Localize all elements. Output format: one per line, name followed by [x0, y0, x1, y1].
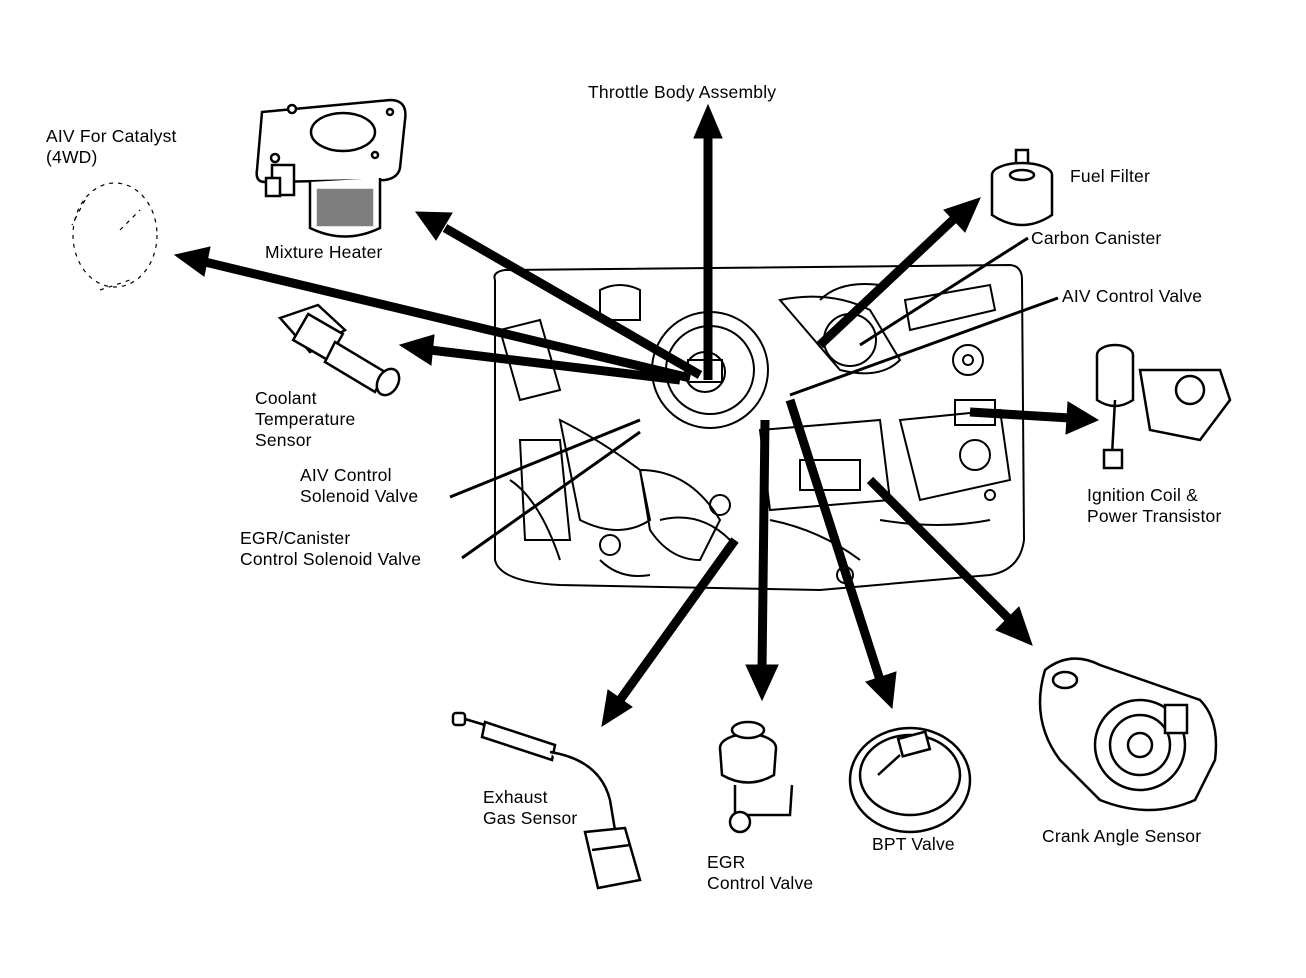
ignition-coil-icon [1095, 343, 1232, 470]
arrow-crank-angle-sensor [866, 476, 1033, 646]
arrow-egr-valve [745, 419, 779, 702]
fuel-filter-icon [990, 148, 1054, 227]
label-exhaust-gas-sensor: Exhaust Gas Sensor [483, 787, 578, 828]
label-ignition-coil: Ignition Coil & Power Transistor [1087, 485, 1222, 526]
leader-arrows [173, 103, 1100, 728]
label-aiv-catalyst: AIV For Catalyst (4WD) [46, 126, 177, 167]
label-crank-angle-sensor: Crank Angle Sensor [1042, 826, 1202, 846]
label-carbon-canister: Carbon Canister [1031, 228, 1162, 248]
label-coolant-temp-sensor: Coolant Temperature Sensor [255, 388, 356, 450]
aiv-catalyst-icon [71, 182, 158, 291]
coolant-temp-sensor-icon [277, 303, 401, 397]
thin-leader-lines [449, 236, 1059, 560]
arrow-throttle-body [693, 103, 723, 380]
label-throttle-body: Throttle Body Assembly [588, 82, 777, 102]
label-aiv-control-solenoid: AIV Control Solenoid Valve [300, 465, 419, 506]
arrow-ignition-coil [969, 401, 1100, 435]
label-bpt-valve: BPT Valve [872, 834, 955, 854]
label-fuel-filter: Fuel Filter [1070, 166, 1150, 186]
label-egr-canister-solenoid: EGR/Canister Control Solenoid Valve [240, 528, 422, 569]
arrow-bpt-valve [785, 398, 897, 710]
label-aiv-control-valve: AIV Control Valve [1062, 286, 1203, 306]
mixture-heater-icon [255, 98, 407, 238]
crank-angle-sensor-icon [1038, 657, 1218, 812]
arrow-fuel-filter [816, 197, 981, 349]
arrow-mixture-heater [415, 211, 703, 379]
exhaust-gas-sensor-icon [451, 711, 642, 890]
label-egr-control-valve: EGR Control Valve [707, 852, 814, 893]
label-mixture-heater: Mixture Heater [265, 242, 383, 262]
arrow-aiv-catalyst [173, 246, 692, 383]
bpt-valve-icon [848, 726, 972, 834]
egr-control-valve-icon [718, 720, 794, 834]
engine-compartment [493, 263, 1026, 592]
arrow-exhaust-gas-sensor [601, 537, 739, 728]
arrow-coolant-sensor [398, 334, 681, 385]
